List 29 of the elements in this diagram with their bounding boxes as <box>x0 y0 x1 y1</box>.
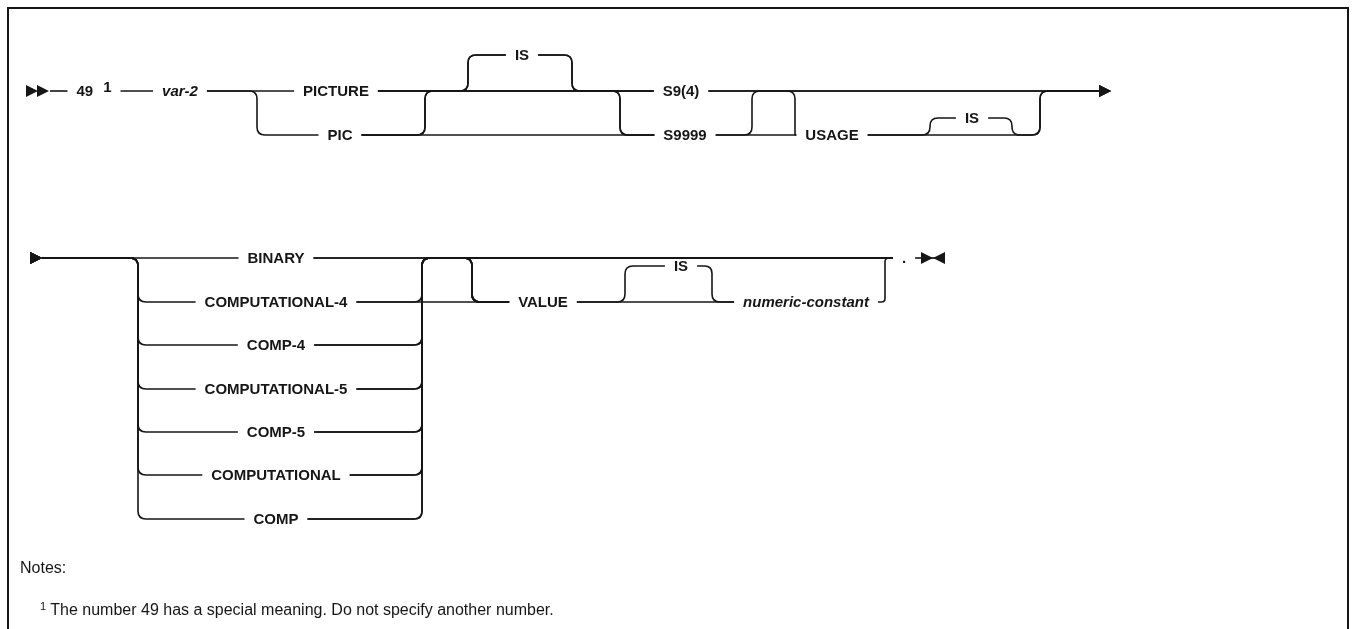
syntax-variable: numeric-constant <box>734 293 878 311</box>
footnote-text: $^{1}$ The number 49 has a special meaning. Do not specify another number. <box>40 598 554 620</box>
syntax-keyword: . <box>892 249 916 267</box>
syntax-keyword: BINARY <box>238 249 314 267</box>
rail-line <box>537 54 656 136</box>
syntax-keyword: IS <box>505 46 539 64</box>
syntax-keyword: COMP <box>244 510 308 528</box>
rail-line <box>119 90 154 92</box>
rail-line <box>696 265 735 303</box>
syntax-keyword: COMP-5 <box>237 423 315 441</box>
rail-line <box>26 85 69 97</box>
rail-line <box>206 90 320 136</box>
rail-line <box>914 252 946 264</box>
syntax-keyword: PIC <box>318 126 362 144</box>
syntax-keyword: S9(4) <box>653 82 709 100</box>
syntax-keyword: IS <box>664 257 698 275</box>
syntax-keyword: COMP-4 <box>237 336 315 354</box>
syntax-keyword: S9999 <box>654 126 716 144</box>
syntax-keyword: PICTURE <box>294 82 378 100</box>
rail-line <box>987 85 1111 136</box>
syntax-keyword: VALUE <box>509 293 577 311</box>
syntax-keyword: USAGE <box>796 126 868 144</box>
syntax-keyword: COMPUTATIONAL <box>202 466 350 484</box>
syntax-keyword: COMPUTATIONAL-5 <box>195 380 357 398</box>
syntax-keyword: IS <box>955 109 989 127</box>
syntax-variable: var-2 <box>153 82 207 100</box>
rail-line <box>30 252 246 520</box>
notes-heading: Notes: <box>20 558 67 578</box>
syntax-keyword: COMPUTATIONAL-4 <box>195 293 357 311</box>
